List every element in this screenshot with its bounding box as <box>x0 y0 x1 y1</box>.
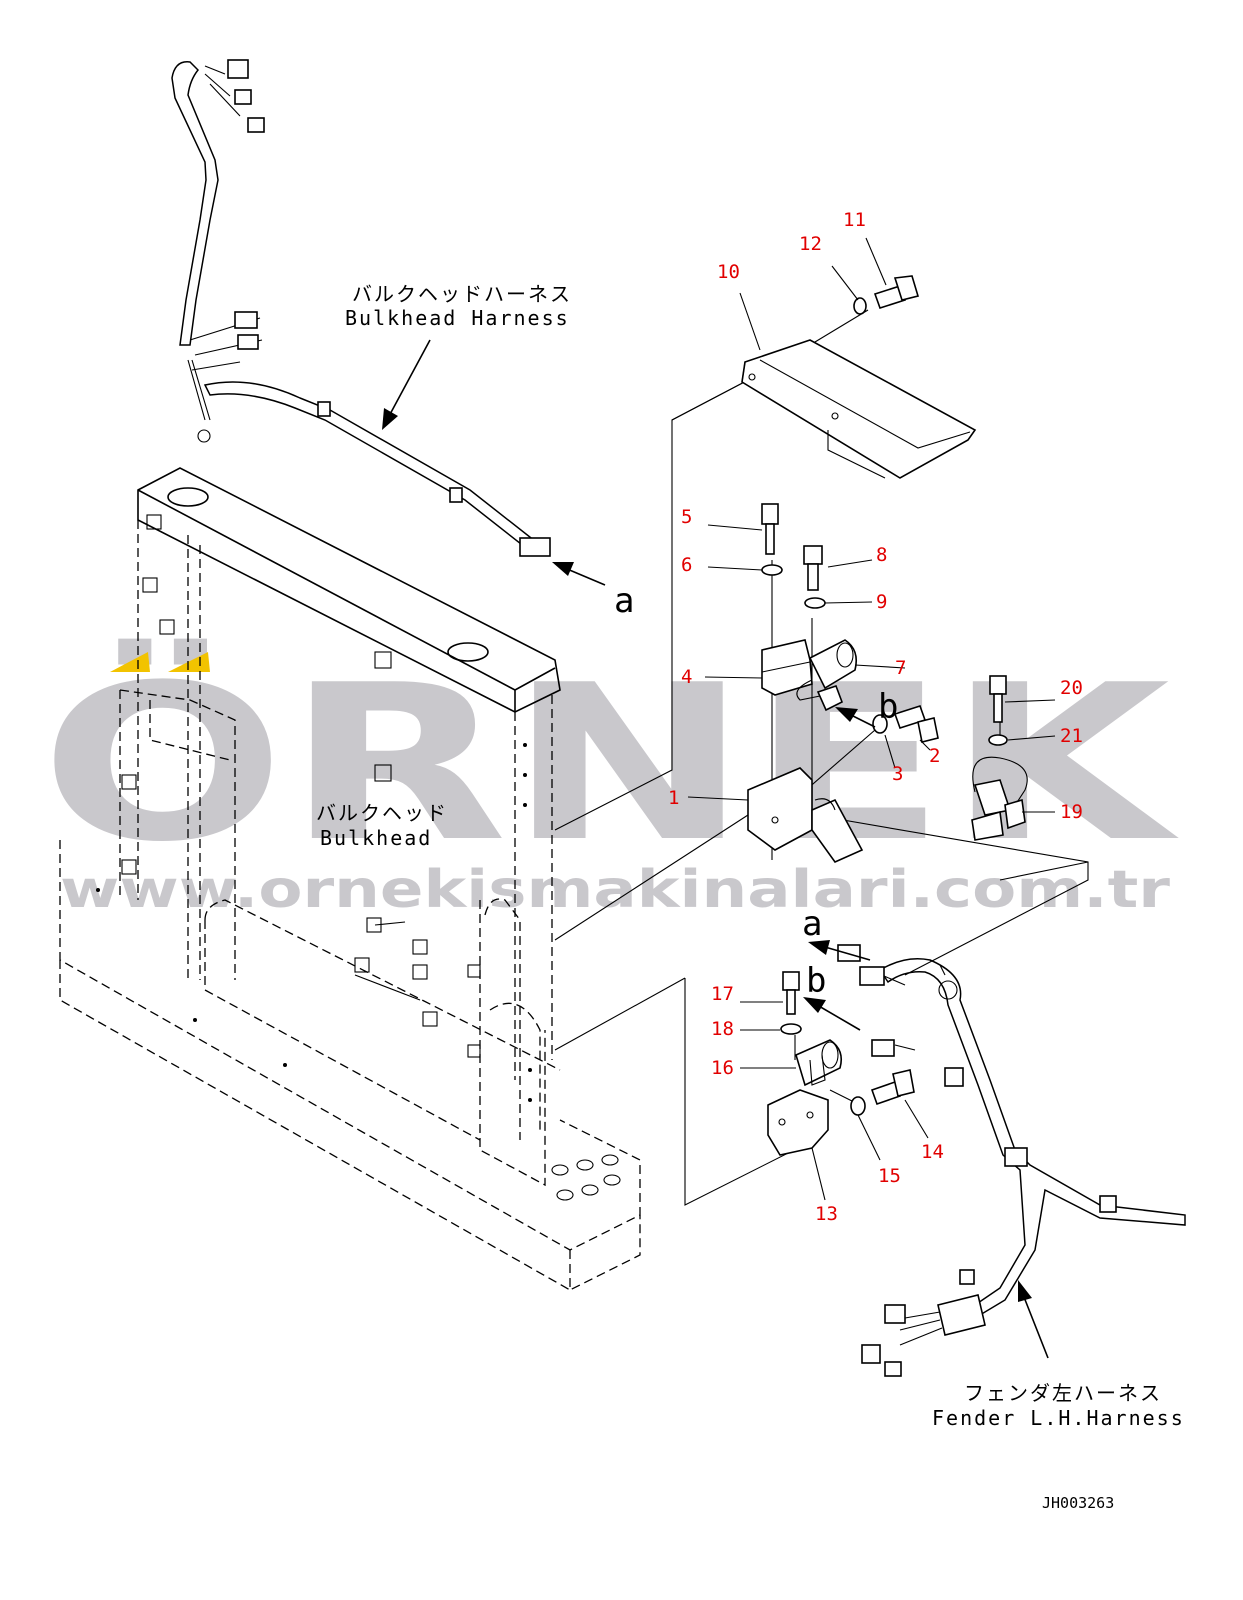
callout-5: 5 <box>681 506 692 528</box>
bulkhead-label-en: Bulkhead <box>320 826 432 850</box>
ref-letter-b-bottom: b <box>806 961 826 1001</box>
part-18-washer <box>780 1023 802 1035</box>
bulkhead-harness <box>171 59 551 557</box>
part-8-bolt <box>803 545 823 591</box>
part-3-washer <box>872 714 888 734</box>
callout-numbers: 1 2 3 4 5 6 7 8 9 10 11 12 13 14 15 16 1… <box>668 209 1083 1225</box>
fender-harness-label-en: Fender L.H.Harness <box>932 1406 1185 1430</box>
callout-13: 13 <box>815 1203 838 1225</box>
callout-16: 16 <box>711 1057 734 1079</box>
text-labels: バルクヘッドハーネス Bulkhead Harness バルクヘッド Bulkh… <box>316 282 1185 1512</box>
ref-letter-a-top: a <box>614 581 634 621</box>
callout-leaders <box>687 237 1056 1201</box>
callout-20: 20 <box>1060 677 1083 699</box>
part-1-bracket <box>747 767 864 863</box>
callout-8: 8 <box>876 544 887 566</box>
bulkhead-label-jp: バルクヘッド <box>316 801 448 825</box>
callout-11: 11 <box>843 209 866 231</box>
watermark-url: www.ornekismakinalari.com.tr <box>60 860 1170 920</box>
watermark-accent-left <box>110 652 150 672</box>
part-7-switch <box>796 639 858 712</box>
part-16-switch <box>795 1039 843 1087</box>
part-6-washer <box>761 564 783 576</box>
callout-2: 2 <box>929 745 940 767</box>
callout-3: 3 <box>892 763 903 785</box>
bulkhead-frame <box>59 467 641 1292</box>
ref-letter-a-bottom: a <box>802 904 822 944</box>
part-20-bolt <box>989 675 1007 723</box>
part-12-washer <box>853 297 867 315</box>
callout-4: 4 <box>681 666 692 688</box>
part-9-washer <box>804 597 826 609</box>
callout-1: 1 <box>668 787 679 809</box>
callout-19: 19 <box>1060 801 1083 823</box>
part-14-bolt <box>870 1069 915 1106</box>
bulkhead-harness-label-jp: バルクヘッドハーネス <box>352 282 572 306</box>
part-10-cover <box>741 339 977 479</box>
part-19-switch <box>971 756 1028 841</box>
callout-15: 15 <box>878 1165 901 1187</box>
callout-21: 21 <box>1060 725 1083 747</box>
part-11-bolt <box>873 275 920 309</box>
callout-9: 9 <box>876 591 887 613</box>
part-4-bracket <box>761 639 813 696</box>
part-15-washer <box>850 1096 866 1116</box>
callout-12: 12 <box>799 233 822 255</box>
part-5-bolt <box>761 503 779 555</box>
callout-6: 6 <box>681 554 692 576</box>
callout-7: 7 <box>895 657 906 679</box>
fender-harness <box>837 944 1186 1377</box>
callout-18: 18 <box>711 1018 734 1040</box>
callout-14: 14 <box>921 1141 944 1163</box>
fender-harness-label-jp: フェンダ左ハーネス <box>964 1381 1162 1405</box>
callout-17: 17 <box>711 983 734 1005</box>
part-21-washer <box>988 734 1008 746</box>
watermark-brand: ÖRNEK <box>40 638 1180 889</box>
part-17-bolt <box>782 971 800 1015</box>
drawing-code: JH003263 <box>1042 1494 1114 1512</box>
callout-10: 10 <box>717 261 740 283</box>
arrows <box>382 339 1049 1359</box>
ref-letter-b-top: b <box>878 687 898 727</box>
bulkhead-harness-label-en: Bulkhead Harness <box>345 306 570 330</box>
part-2-bolt <box>893 705 939 743</box>
part-13-bracket <box>767 1089 829 1156</box>
